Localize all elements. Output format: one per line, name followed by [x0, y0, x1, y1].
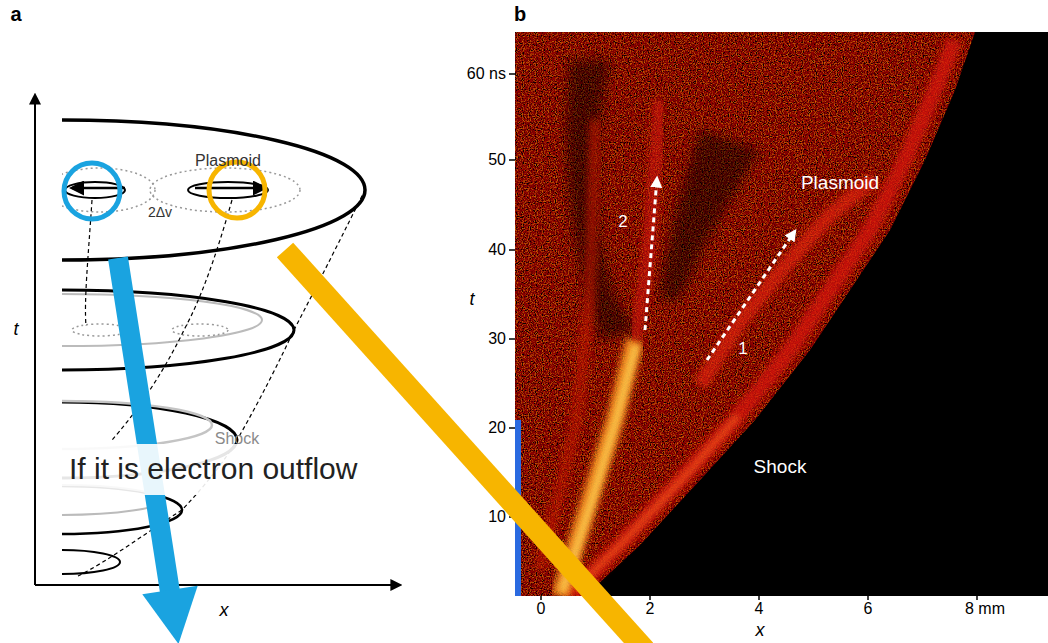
- tick-label: 10: [488, 508, 506, 526]
- tick: [509, 159, 515, 161]
- tick-label: 6: [864, 600, 873, 618]
- panel-letter: a: [10, 3, 21, 25]
- plasmoid-streak: [700, 178, 875, 385]
- shell-ellipse: [62, 550, 120, 574]
- velocity-label: 2Δv: [148, 205, 172, 220]
- pointer-arrow: [118, 258, 170, 592]
- tick: [540, 596, 542, 600]
- plasmoid-core: [188, 182, 268, 198]
- emission-ground: [515, 32, 985, 596]
- shell-ellipse: [62, 120, 365, 260]
- pointer-arrow-head: [142, 586, 197, 643]
- tick: [509, 427, 515, 429]
- plasmoid-outline: [62, 168, 155, 212]
- axis-label: x: [220, 601, 229, 621]
- callout-number: 2: [618, 213, 627, 232]
- axis-label: t: [469, 290, 474, 310]
- panel-letter: b: [514, 3, 526, 25]
- emission-noise: [515, 32, 985, 596]
- shell-ellipse: [62, 290, 294, 370]
- highlight-circle: [209, 162, 265, 218]
- plasmoid-outline: [172, 324, 228, 336]
- note-text: If it is electron outflow: [69, 452, 360, 487]
- x-axis: [35, 584, 400, 586]
- tick: [509, 73, 515, 75]
- tick-label: 50: [488, 151, 506, 169]
- tick-label: 60 ns: [467, 65, 506, 83]
- tick-label: 8 mm: [965, 600, 1005, 618]
- shock-label: Shock: [754, 457, 807, 478]
- dashed-arrow: [645, 178, 657, 330]
- tick: [976, 596, 978, 600]
- velocity-arrow: [195, 187, 265, 190]
- dashed-arrow: [707, 231, 795, 360]
- dark-gap: [660, 130, 760, 300]
- t-axis: [34, 95, 36, 585]
- plasmoid-label: Plasmoid: [195, 152, 261, 170]
- ellipse-cone: [62, 120, 365, 576]
- plasmoid-label: Plasmoid: [801, 173, 879, 194]
- shock-streak: [570, 40, 955, 596]
- axis-label: t: [13, 320, 18, 340]
- velocity-arrow: [72, 187, 125, 190]
- tick: [509, 338, 515, 340]
- plasmoid-core: [65, 182, 125, 198]
- dark-gap: [566, 60, 640, 340]
- highlight-circle: [64, 163, 120, 219]
- tick-label: 30: [488, 330, 506, 348]
- tick-label: 40: [488, 241, 506, 259]
- tick-label: 4: [755, 600, 764, 618]
- left-streak: [540, 120, 595, 570]
- schematic: [0, 95, 400, 585]
- envelope-line: [78, 190, 365, 576]
- shock-label: Shock: [215, 430, 259, 448]
- tick: [758, 596, 760, 600]
- image-ground: [515, 32, 1048, 596]
- callout-number: 1: [738, 340, 747, 359]
- tick: [509, 249, 515, 251]
- tick: [649, 596, 651, 600]
- tick-label: 2: [646, 600, 655, 618]
- tick-label: 20: [488, 419, 506, 437]
- axis-label: x: [756, 621, 765, 641]
- streak-2: [635, 100, 660, 340]
- note-box: If it is electron outflow: [57, 444, 372, 495]
- shock-ellipse: [62, 294, 262, 346]
- axis-ticks: [509, 74, 977, 600]
- tick-label: 0: [537, 600, 546, 618]
- tick: [867, 596, 869, 600]
- emission-fan: [515, 32, 985, 596]
- plasmoid-outline: [150, 168, 300, 212]
- streak-image: [515, 32, 1048, 596]
